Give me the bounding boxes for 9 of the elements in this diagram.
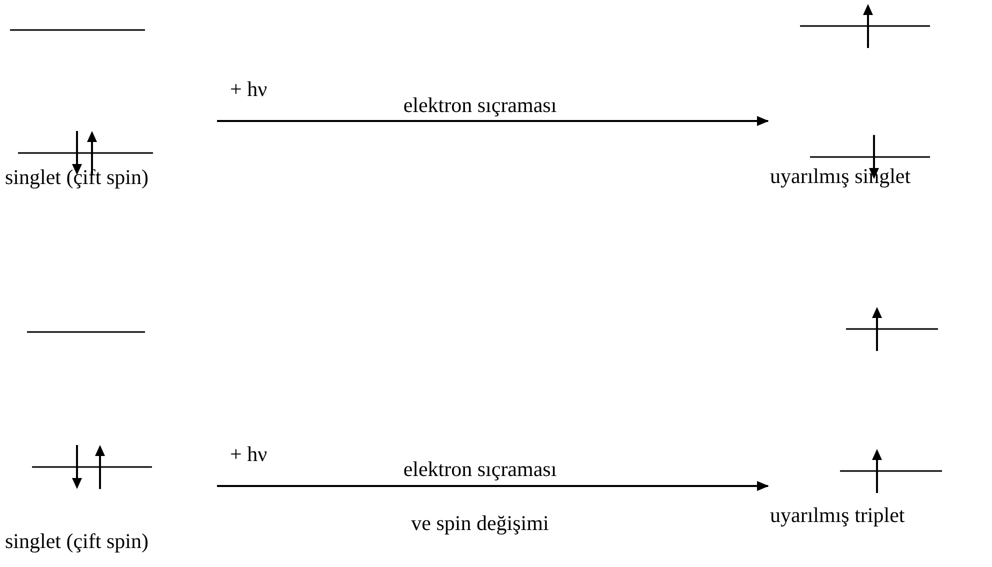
state-label: uyarılmış singlet — [770, 164, 911, 189]
edge-label: elektron sıçraması ve spin değişimi — [402, 456, 558, 537]
state-label: singlet (çift spin) — [5, 529, 148, 554]
arrow — [217, 481, 769, 491]
photon-energy-label: + hν — [230, 442, 268, 467]
edge-label: elektron sıçraması — [402, 92, 558, 119]
state-label: uyarılmış triplet — [770, 503, 905, 528]
arrow — [217, 116, 769, 126]
photon-energy-label: + hν — [230, 77, 268, 102]
